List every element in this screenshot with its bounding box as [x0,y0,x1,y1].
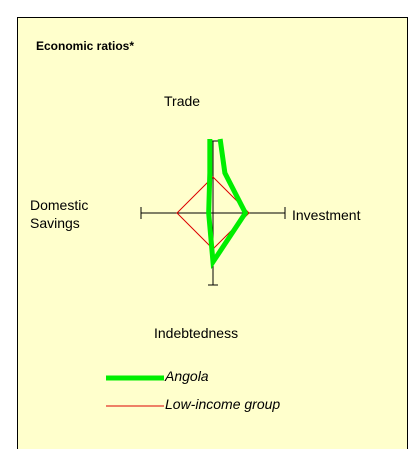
chart-title: Economic ratios* [36,39,135,53]
axis-label-trade: Trade [164,93,201,109]
axis-label-investment: Investment [292,207,361,223]
series-angola [206,138,249,270]
axis-label-domestic-savings: Domestic Savings [30,196,88,232]
axis-label-domestic-savings-line1: Domestic [30,197,89,213]
chart-panel: Economic ratios* Trade Investment Indebt… [17,17,408,449]
radar-chart [106,138,286,407]
legend-label-angola: Angola [165,368,209,384]
legend-label-low-income-group: Low-income group [165,396,281,412]
axis-label-domestic-savings-line2: Savings [30,215,80,231]
axis-label-indebtedness: Indebtedness [154,325,239,341]
